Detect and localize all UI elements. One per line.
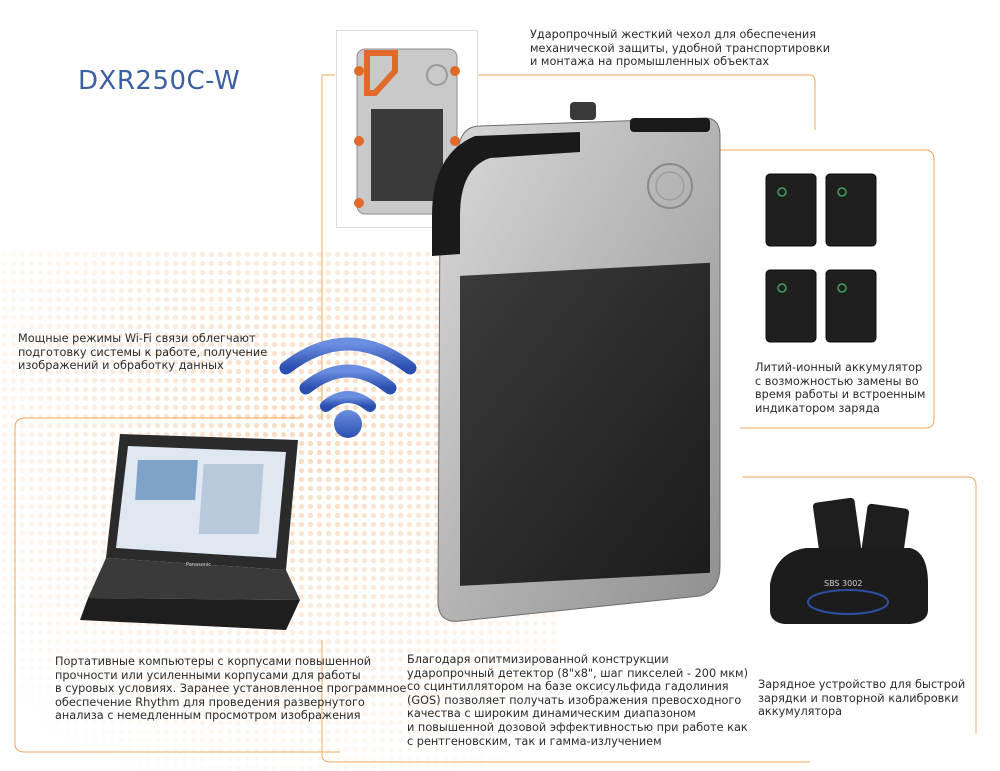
laptop-description: Портативные компьютеры с корпусами повыш…	[55, 655, 407, 723]
laptop-brand-label: Panasonic	[186, 562, 211, 568]
laptop-illustration: Panasonic	[80, 434, 300, 630]
charger-description: Зарядное устройство для быстрой зарядки …	[758, 678, 966, 719]
case-description: Удaропрочный жесткий чехол для обеспечен…	[530, 28, 831, 69]
page-title: DXR250C-W	[78, 66, 241, 96]
charger-model-label: SBS 3002	[824, 579, 862, 588]
battery-description: Литий-ионный аккумулятор с возможностью …	[755, 361, 926, 415]
hard-case-illustration	[354, 48, 460, 215]
detector-description: Благодаря опитмизированной конструкции у…	[407, 653, 748, 748]
wifi-description: Мощные режимы Wi-Fi связи облегчают подг…	[18, 332, 268, 373]
detector-illustration	[432, 102, 721, 622]
battery-pack-illustration	[765, 173, 877, 343]
charger-illustration: SBS 3002	[770, 497, 928, 624]
wifi-icon	[279, 337, 417, 438]
